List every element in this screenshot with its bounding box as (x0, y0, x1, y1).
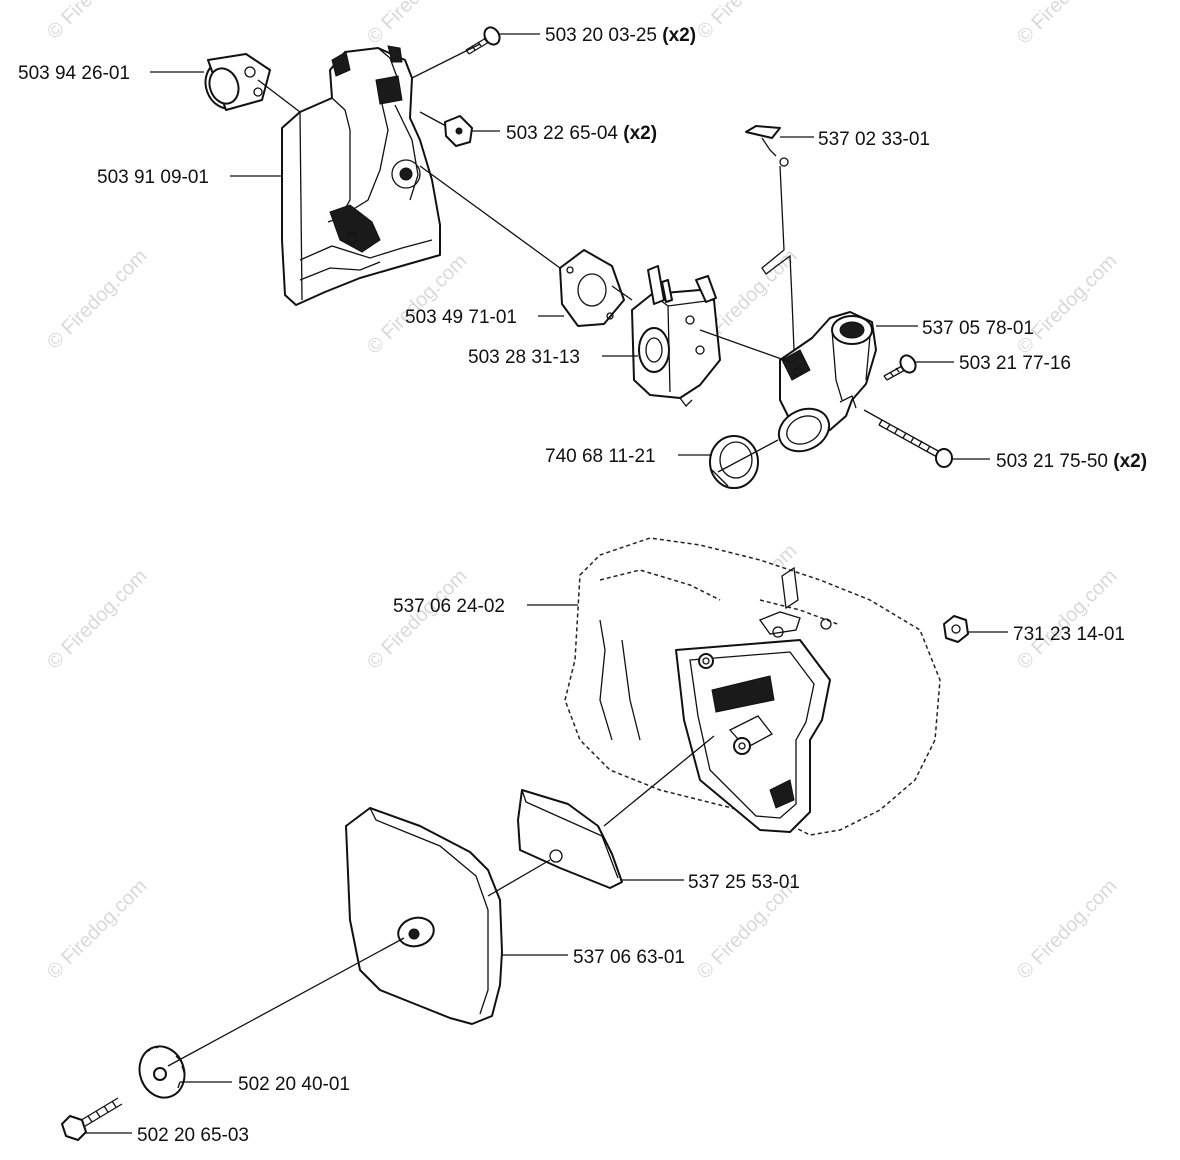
callout-502-20-65-03: 502 20 65-03 (84, 1125, 249, 1146)
elbow-screw-drawing (883, 354, 917, 381)
watermark: © Firedog.com (363, 0, 472, 49)
square-nut-drawing (444, 115, 473, 147)
svg-text:503 21 75-50 (x2): 503 21 75-50 (x2) (996, 451, 1147, 472)
part-number: 503 21 77-16 (959, 353, 1071, 374)
callout-537-05-78-01: 537 05 78-01 (876, 318, 1034, 339)
part-number: 503 94 26-01 (18, 63, 130, 84)
watermark: © Firedog.com (43, 875, 152, 984)
callout-503-21-77-16: 503 21 77-16 (914, 353, 1071, 374)
watermark: © Firedog.com (363, 565, 472, 674)
long-bolt-drawing (878, 419, 953, 468)
part-number: 503 20 03-25 (545, 25, 657, 46)
part-number: 731 23 14-01 (1013, 624, 1125, 645)
watermark: © Firedog.com (43, 0, 152, 44)
callout-731-23-14-01: 731 23 14-01 (968, 624, 1125, 645)
callout-503-49-71-01: 503 49 71-01 (405, 307, 564, 328)
part-number: 537 06 24-02 (393, 596, 505, 617)
part-number: 537 02 33-01 (818, 129, 930, 150)
assembly-lines (167, 43, 883, 1067)
filter-cover-drawing (345, 807, 503, 1025)
callout-503-91-09-01: 503 91 09-01 (97, 167, 282, 188)
part-quantity: (x2) (1113, 451, 1147, 472)
part-number: 503 91 09-01 (97, 167, 209, 188)
svg-text:503 20 03-25 (x2): 503 20 03-25 (x2) (545, 25, 696, 46)
watermark: © Firedog.com (1013, 875, 1122, 984)
callout-503-21-75-50: 503 21 75-50 (x2) (952, 451, 1147, 472)
part-quantity: (x2) (662, 25, 696, 46)
callout-537-25-53-01: 537 25 53-01 (620, 872, 800, 893)
callout-503-94-26-01: 503 94 26-01 (18, 63, 204, 84)
watermark: © Firedog.com (693, 0, 802, 44)
watermark: © Firedog.com (43, 565, 152, 674)
carburetor-gasket-drawing (559, 249, 625, 327)
callout-537-02-33-01: 537 02 33-01 (780, 129, 930, 150)
part-number: 503 22 65-04 (506, 123, 618, 144)
filter-knob-drawing (138, 1045, 186, 1099)
callouts: 503 94 26-01 503 20 03-25 (x2) 503 22 65… (18, 25, 1147, 1146)
intake-adapter-drawing (204, 53, 271, 111)
watermark: © Firedog.com (1013, 0, 1122, 49)
part-number: 537 05 78-01 (922, 318, 1034, 339)
watermark: © Firedog.com (43, 245, 152, 354)
part-number: 503 21 75-50 (996, 451, 1108, 472)
part-number: 537 25 53-01 (688, 872, 800, 893)
bracket-screw-drawing (465, 26, 501, 55)
seal-ring-drawing (709, 435, 759, 489)
watermark: © Firedog.com (1013, 565, 1122, 674)
throttle-rod-drawing (745, 125, 795, 351)
hex-nut-drawing (943, 615, 969, 643)
intake-elbow-drawing (777, 311, 877, 453)
callout-503-20-03-25: 503 20 03-25 (x2) (498, 25, 696, 46)
callout-503-22-65-04: 503 22 65-04 (x2) (472, 123, 657, 144)
part-number: 502 20 65-03 (137, 1125, 249, 1146)
air-filter-element-drawing (517, 789, 623, 889)
callout-502-20-40-01: 502 20 40-01 (180, 1074, 350, 1095)
filter-bolt-drawing (61, 1097, 123, 1141)
filter-bracket-drawing (281, 45, 441, 306)
part-number: 502 20 40-01 (238, 1074, 350, 1095)
callout-537-06-24-02: 537 06 24-02 (393, 596, 578, 617)
svg-text:503 22 65-04 (x2): 503 22 65-04 (x2) (506, 123, 657, 144)
cylinder-cover-drawing (564, 537, 941, 836)
callout-537-06-63-01: 537 06 63-01 (502, 947, 685, 968)
callout-740-68-11-21: 740 68 11-21 (545, 446, 712, 467)
part-number: 503 28 31-13 (468, 347, 580, 368)
callout-503-28-31-13: 503 28 31-13 (468, 347, 638, 368)
part-quantity: (x2) (623, 123, 657, 144)
part-number: 537 06 63-01 (573, 947, 685, 968)
watermark: © Firedog.com (1013, 250, 1122, 359)
carburetor-drawing (631, 265, 721, 407)
part-number: 503 49 71-01 (405, 307, 517, 328)
part-number: 740 68 11-21 (545, 446, 656, 467)
